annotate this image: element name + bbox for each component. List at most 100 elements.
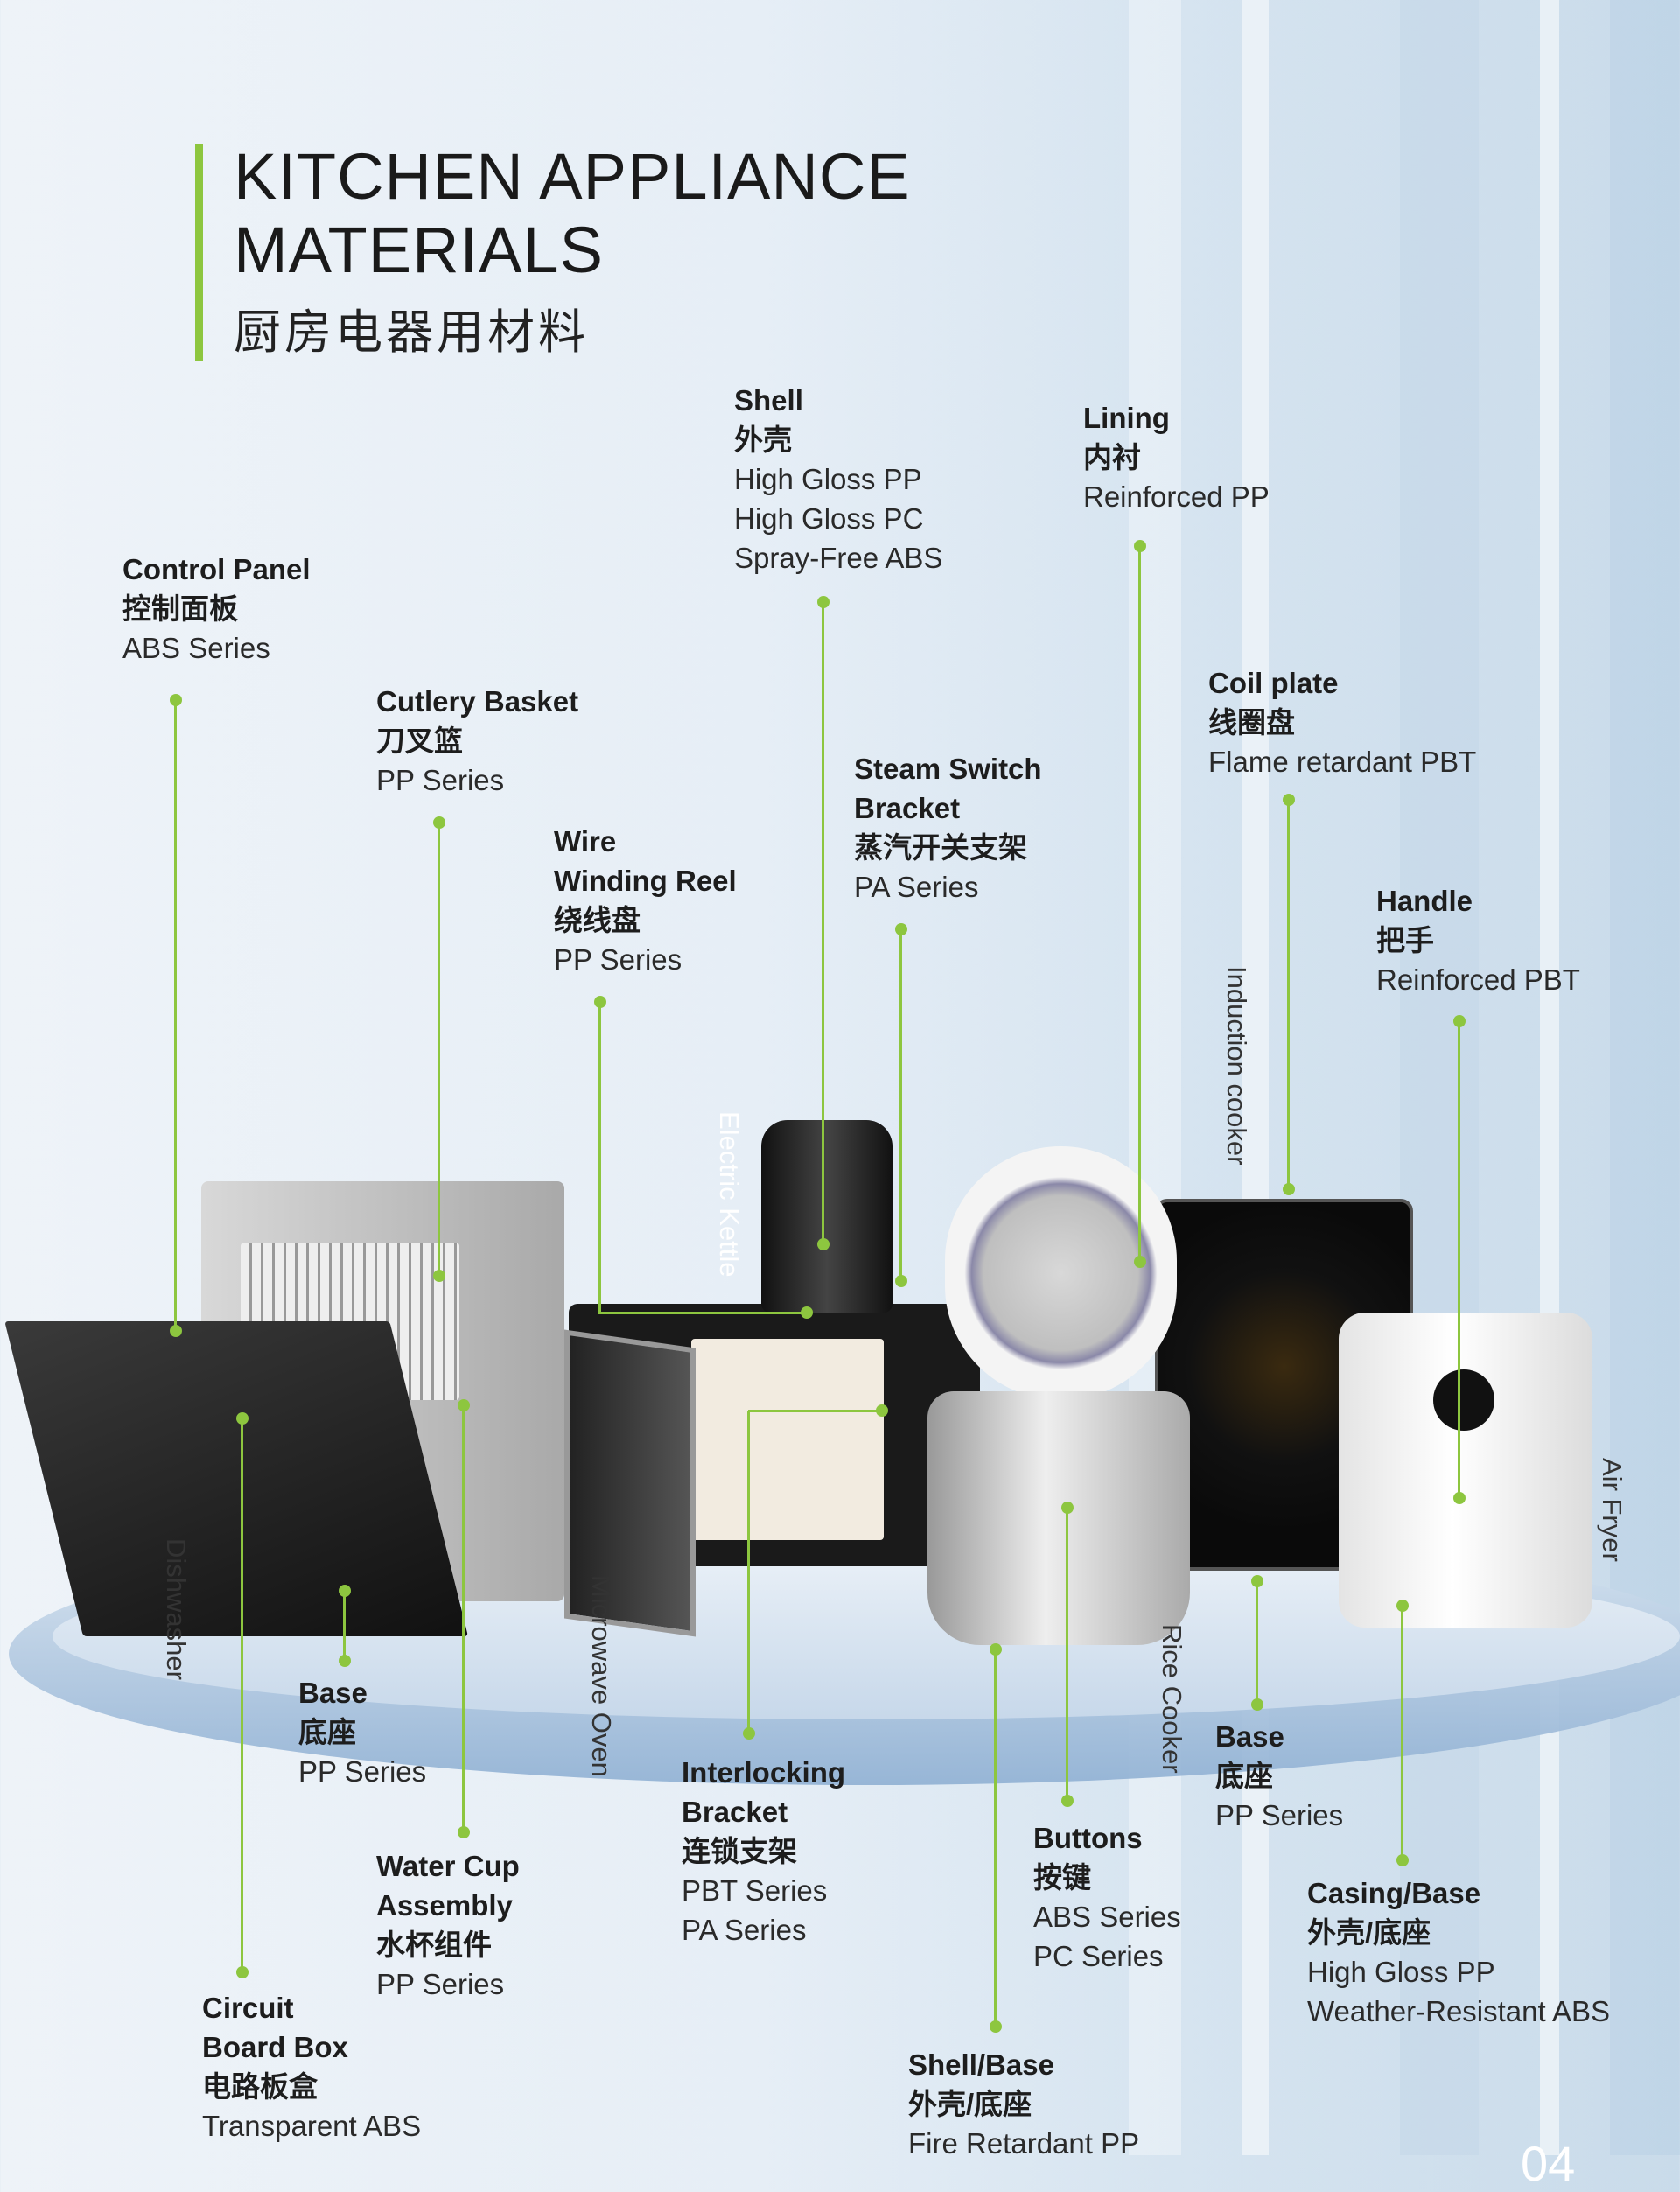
label-handle: Handle 把手 Reinforced PBT — [1376, 881, 1580, 999]
label-buttons: Buttons 按键 ABS Series PC Series — [1033, 1818, 1181, 1976]
label-material: PP Series — [376, 764, 505, 796]
leader-dot — [433, 1270, 445, 1282]
label-title: Shell/Base — [908, 2048, 1054, 2081]
label-cutlery-basket: Cutlery Basket 刀叉篮 PP Series — [376, 682, 578, 800]
air-fryer-label: Air Fryer — [1597, 1458, 1628, 1562]
leader-dot — [170, 1325, 182, 1337]
label-material: PA Series — [854, 871, 979, 903]
label-coil-plate: Coil plate 线圈盘 Flame retardant PBT — [1208, 663, 1476, 781]
label-title: Buttons — [1033, 1822, 1143, 1854]
label-title: Shell — [734, 384, 803, 417]
label-material: Reinforced PP — [1083, 480, 1270, 513]
label-title-cn: 外壳/底座 — [908, 2088, 1032, 2120]
label-title: Base — [298, 1677, 368, 1709]
buttons-dot — [1061, 1795, 1074, 1807]
label-title-cn: 绕线盘 — [554, 904, 640, 936]
leader-dot — [817, 1238, 830, 1250]
label-title-cn: 底座 — [298, 1716, 356, 1748]
leader-dot — [236, 1412, 248, 1425]
leader-dot — [458, 1399, 470, 1411]
label-material: PA Series — [682, 1914, 807, 1946]
leader-line — [438, 823, 440, 1276]
leader-dot — [801, 1306, 813, 1319]
background-stripe — [1540, 0, 1559, 2155]
label-title: Assembly — [376, 1889, 513, 1922]
label-title: Cutlery Basket — [376, 685, 579, 718]
label-title-cn: 水杯组件 — [376, 1929, 492, 1961]
label-material: Weather-Resistant ABS — [1307, 1995, 1611, 2027]
leader-line — [174, 700, 177, 1331]
air-fryer-display — [1433, 1369, 1494, 1431]
label-material: ABS Series — [1033, 1901, 1181, 1933]
label-title: Circuit — [202, 1992, 294, 2024]
water-cup-dot — [458, 1826, 470, 1838]
label-title: Handle — [1376, 885, 1474, 917]
label-title: Bracket — [854, 792, 961, 824]
label-title: Board Box — [202, 2031, 348, 2063]
induction-base-dot — [1251, 1698, 1264, 1711]
rice-cooker-image — [928, 1391, 1190, 1645]
label-title-cn: 连锁支架 — [682, 1835, 797, 1867]
kettle-label: Electric Kettle — [714, 1111, 745, 1278]
background-stripe — [1400, 0, 1479, 2155]
leader-line — [1138, 546, 1141, 1262]
label-title-cn: 底座 — [1215, 1760, 1273, 1792]
label-material: Spray-Free ABS — [734, 542, 943, 574]
label-title-cn: 外壳 — [734, 424, 792, 456]
cutlery-dot — [433, 816, 445, 829]
leader-line — [343, 1591, 346, 1661]
lining-dot — [1134, 540, 1146, 552]
microwave-door — [564, 1329, 696, 1637]
label-title-cn: 按键 — [1033, 1861, 1091, 1894]
label-title: Control Panel — [122, 553, 311, 585]
induction-label: Induction cooker — [1222, 966, 1252, 1166]
label-material: Flame retardant PBT — [1208, 746, 1477, 778]
microwave-cavity — [691, 1339, 884, 1540]
leader-line — [822, 602, 824, 1244]
leader-dot — [990, 1643, 1002, 1656]
label-title-cn: 把手 — [1376, 924, 1434, 956]
label-title-cn: 线圈盘 — [1208, 706, 1295, 739]
label-material: High Gloss PP — [1307, 1956, 1495, 1988]
label-material: PP Series — [1215, 1799, 1344, 1831]
leader-dot — [339, 1585, 351, 1597]
leader-dot — [876, 1404, 888, 1417]
leader-line — [1458, 1021, 1460, 1498]
label-title: Lining — [1083, 402, 1170, 434]
control-panel-dot — [170, 694, 182, 706]
air-fryer-image — [1339, 1313, 1592, 1628]
circuit-box-dot — [236, 1966, 248, 1978]
label-material: Reinforced PBT — [1376, 963, 1580, 996]
interlocking-dot — [743, 1727, 755, 1740]
leader-line — [598, 1002, 601, 1313]
handle-dot — [1453, 1015, 1466, 1027]
page-number: 04 — [1521, 2136, 1576, 2191]
label-title: Coil plate — [1208, 667, 1339, 699]
label-title: Winding Reel — [554, 865, 737, 897]
label-title-cn: 蒸汽开关支架 — [854, 831, 1027, 864]
rice-cooker-lid — [945, 1146, 1177, 1400]
label-material: High Gloss PC — [734, 502, 924, 535]
leader-dot — [1251, 1575, 1264, 1587]
page-title: KITCHEN APPLIANCE MATERIALS — [234, 140, 911, 287]
label-title: Steam Switch — [854, 753, 1042, 785]
leader-line — [241, 1418, 243, 1972]
label-material: PP Series — [376, 1968, 505, 2000]
label-title-cn: 刀叉篮 — [376, 725, 463, 757]
label-material: Fire Retardant PP — [908, 2127, 1140, 2160]
label-material: PC Series — [1033, 1940, 1164, 1972]
leader-line — [1401, 1606, 1404, 1860]
label-material: PP Series — [554, 943, 682, 976]
title-line-2: MATERIALS — [234, 214, 604, 286]
steam-switch-dot — [895, 923, 907, 935]
